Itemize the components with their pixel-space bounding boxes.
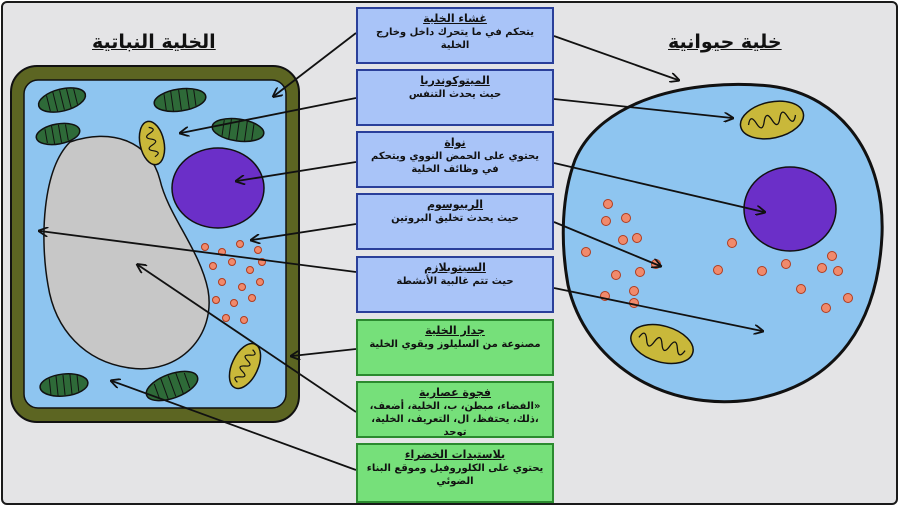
mitochondrion xyxy=(138,120,166,166)
ribosome xyxy=(581,247,591,257)
ribosome xyxy=(218,278,226,286)
label-description: يتحكم في ما يتحرك داخل وخارج الخلية xyxy=(376,27,534,51)
ribosome xyxy=(212,296,220,304)
ribosome xyxy=(621,213,631,223)
ribosome xyxy=(230,299,238,307)
ribosome xyxy=(821,303,831,313)
arrow-mitochondria-plant xyxy=(181,97,357,133)
chloroplast xyxy=(145,370,199,402)
label-title: نواة xyxy=(444,136,466,149)
animal-nucleus xyxy=(743,166,837,252)
label-ribosome: الريبوسوم حيث يحدث تخليق البروتين xyxy=(356,193,554,250)
chloroplast xyxy=(37,87,87,113)
ribosome xyxy=(629,286,639,296)
plant-cell-title: الخلية النباتية xyxy=(92,31,216,53)
arrow-membrane-animal xyxy=(553,35,678,80)
ribosome xyxy=(603,199,613,209)
arrow-nucleus-animal xyxy=(553,162,764,212)
label-cell-membrane: غشاء الخلية يتحكم في ما يتحرك داخل وخارج… xyxy=(356,7,554,64)
leader-arrows xyxy=(40,32,764,471)
label-description: «الفضاء، مبطن، ب، الخلية، أضعف، ،ذلك، يح… xyxy=(369,401,541,438)
plant-ribosomes xyxy=(201,240,266,324)
label-cell-wall: جدار الخلية مصنوعة من السليلوز ويقوي الخ… xyxy=(356,319,554,376)
arrow-chloroplast xyxy=(112,381,357,471)
label-description: يحتوي على الكلوروفيل وموقع البناء الضوئي xyxy=(366,463,544,487)
label-cytoplasm: السيتوبلازم حيث تتم غالبية الأنشطة xyxy=(356,256,554,313)
label-description: يحتوي على الحمض النووي ويتحكم في وظائف ا… xyxy=(370,151,539,175)
label-vacuole: فجوة عصارية «الفضاء، مبطن، ب، الخلية، أض… xyxy=(356,381,554,438)
ribosome xyxy=(238,283,246,291)
ribosome xyxy=(827,251,837,261)
ribosome xyxy=(781,259,791,269)
label-description: حيث يحدث تخليق البروتين xyxy=(391,213,519,224)
ribosome xyxy=(632,233,642,243)
mitochondrion xyxy=(739,100,805,140)
label-description: حيث يحدث التنفس xyxy=(408,89,502,100)
label-title: الميتوكوندريا xyxy=(420,74,490,87)
chloroplast xyxy=(39,373,89,397)
chloroplast xyxy=(153,87,207,113)
plant-cell xyxy=(10,65,300,423)
label-title: الريبوسوم xyxy=(426,198,484,211)
ribosome xyxy=(228,258,236,266)
label-mitochondria: الميتوكوندريا حيث يحدث التنفس xyxy=(356,69,554,126)
label-title: بلاستيدات الخضراء xyxy=(404,448,506,461)
ribosome xyxy=(256,278,264,286)
ribosome xyxy=(236,240,244,248)
chloroplast xyxy=(35,122,81,146)
ribosome xyxy=(635,267,645,277)
arrow-cellwall xyxy=(292,348,357,356)
arrow-ribosome-animal xyxy=(553,221,660,266)
ribosome xyxy=(248,294,256,302)
plant-vacuole xyxy=(43,135,210,370)
animal-cell-title: خلية حيوانية xyxy=(668,31,782,53)
label-title: فجوة عصارية xyxy=(419,386,491,399)
label-title: جدار الخلية xyxy=(425,324,485,337)
ribosome xyxy=(713,265,723,275)
ribosome xyxy=(601,216,611,226)
ribosome xyxy=(201,243,209,251)
label-title: غشاء الخلية xyxy=(423,12,487,25)
ribosome xyxy=(209,262,217,270)
ribosome xyxy=(222,314,230,322)
label-title: السيتوبلازم xyxy=(424,261,486,274)
label-description: مصنوعة من السليلوز ويقوي الخلية xyxy=(369,339,541,350)
mitochondrion xyxy=(630,323,694,365)
arrow-cytoplasm-animal xyxy=(553,287,762,331)
arrow-nucleus-plant xyxy=(237,161,357,181)
ribosome xyxy=(796,284,806,294)
arrow-ribosome-plant xyxy=(252,223,357,240)
ribosome xyxy=(833,266,843,276)
ribosome xyxy=(618,235,628,245)
animal-cell xyxy=(561,82,884,404)
mitochondrion xyxy=(228,342,262,390)
ribosome xyxy=(254,246,262,254)
ribosome xyxy=(611,270,621,280)
arrow-mitochondria-animal xyxy=(553,98,732,118)
ribosome xyxy=(757,266,767,276)
plant-nucleus xyxy=(171,147,265,229)
label-nucleus: نواة يحتوي على الحمض النووي ويتحكم في وظ… xyxy=(356,131,554,188)
ribosome xyxy=(817,263,827,273)
ribosome xyxy=(240,316,248,324)
arrow-cytoplasm-plant xyxy=(40,231,357,273)
arrow-vacuole xyxy=(138,265,357,413)
ribosome xyxy=(843,293,853,303)
ribosome xyxy=(727,238,737,248)
label-chloroplast: بلاستيدات الخضراء يحتوي على الكلوروفيل و… xyxy=(356,443,554,503)
ribosome xyxy=(246,266,254,274)
label-description: حيث تتم غالبية الأنشطة xyxy=(396,276,514,287)
arrow-membrane-plant xyxy=(274,32,357,96)
animal-cell-membrane xyxy=(561,82,884,404)
